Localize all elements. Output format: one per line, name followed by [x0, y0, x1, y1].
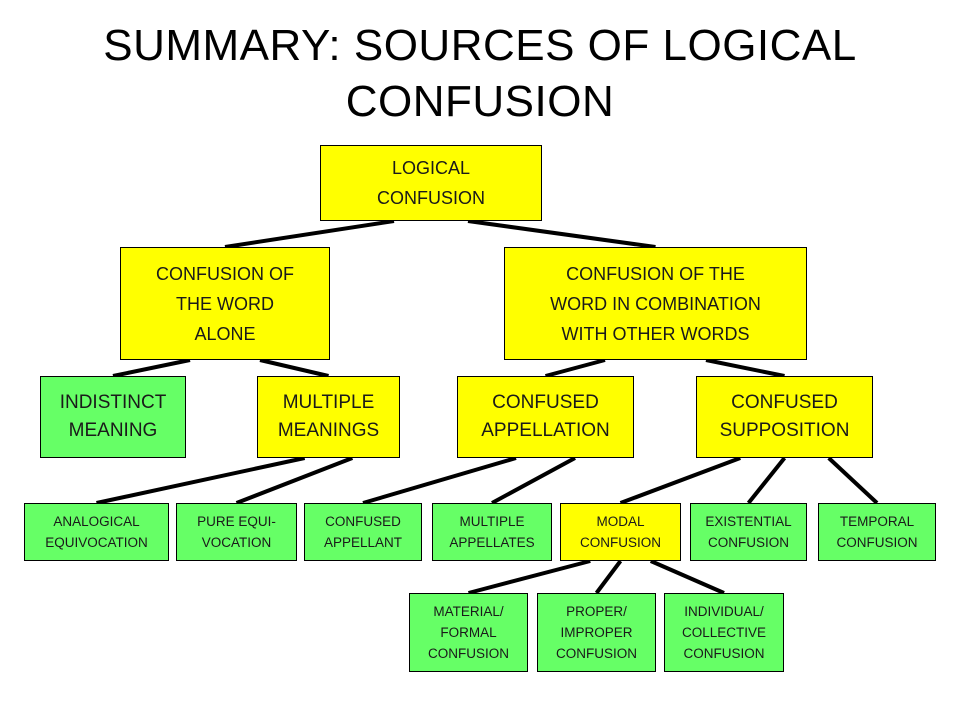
node-confusion-of-word-alone: CONFUSION OF THE WORD ALONE [120, 247, 330, 360]
connector-confused_supposition-to-existential_confusion [746, 456, 787, 505]
node-analogical-equivocation: ANALOGICAL EQUIVOCATION [24, 503, 169, 561]
connector-modal_confusion-to-proper_improper [594, 559, 623, 595]
node-confused-appellant: CONFUSED APPELLANT [304, 503, 422, 561]
connector-confused_appellation-to-multiple_appellates [491, 456, 576, 505]
connector-confused_appellation-to-confused_appellant [362, 456, 517, 505]
node-individual-collective-confusion: INDIVIDUAL/ COLLECTIVE CONFUSION [664, 593, 784, 672]
node-multiple-appellates: MULTIPLE APPELLATES [432, 503, 552, 561]
connector-root-to-word_alone [224, 219, 395, 249]
node-modal-confusion: MODAL CONFUSION [560, 503, 681, 561]
connector-confused_supposition-to-temporal_confusion [827, 456, 879, 505]
connector-word_alone-to-multiple_meanings [259, 358, 329, 378]
connector-multiple_meanings-to-analogical_equivocation [96, 456, 306, 505]
slide-title: SUMMARY: SOURCES OF LOGICAL CONFUSION [103, 21, 857, 126]
connector-multiple_meanings-to-pure_equivocation [235, 456, 354, 505]
connector-modal_confusion-to-individual_collective [649, 559, 725, 595]
node-temporal-confusion: TEMPORAL CONFUSION [818, 503, 936, 561]
connector-word_alone-to-indistinct_meaning [112, 358, 191, 378]
node-pure-equivocation: PURE EQUI- VOCATION [176, 503, 297, 561]
connector-modal_confusion-to-material_formal [467, 559, 591, 595]
node-confused-appellation: CONFUSED APPELLATION [457, 376, 634, 458]
connector-word_combination-to-confused_appellation [544, 358, 606, 378]
node-material-formal-confusion: MATERIAL/ FORMAL CONFUSION [409, 593, 528, 672]
node-confusion-of-word-in-combination: CONFUSION OF THE WORD IN COMBINATION WIT… [504, 247, 807, 360]
node-indistinct-meaning: INDISTINCT MEANING [40, 376, 186, 458]
node-proper-improper-confusion: PROPER/ IMPROPER CONFUSION [537, 593, 656, 672]
node-logical-confusion: LOGICAL CONFUSION [320, 145, 542, 221]
connector-root-to-word_combination [467, 219, 656, 249]
connector-confused_supposition-to-modal_confusion [619, 456, 741, 505]
connector-word_combination-to-confused_supposition [705, 358, 785, 378]
node-existential-confusion: EXISTENTIAL CONFUSION [690, 503, 807, 561]
node-multiple-meanings: MULTIPLE MEANINGS [257, 376, 400, 458]
node-confused-supposition: CONFUSED SUPPOSITION [696, 376, 873, 458]
